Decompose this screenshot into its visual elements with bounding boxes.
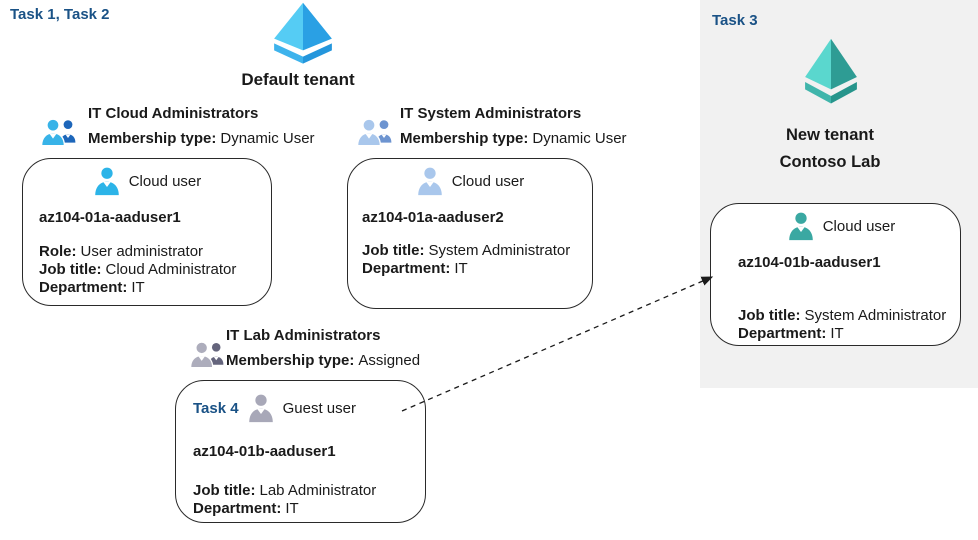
group-icon-lab-admins: [189, 341, 224, 369]
attr-label: Department:: [39, 279, 128, 296]
attr-role: Role:User administrator: [39, 243, 255, 261]
attr-value: Cloud Administrator: [105, 261, 237, 278]
cloud-user-icon: [788, 212, 813, 241]
new-tenant-name: Contoso Lab: [779, 153, 881, 171]
attr-label: Job title:: [738, 307, 801, 324]
user-type-label: Cloud user: [451, 172, 525, 190]
group-membership-lab-admins: Membership type:Assigned: [226, 352, 420, 369]
azure-tenant-icon-blue: [274, 2, 332, 64]
membership-type-value: Dynamic User: [220, 130, 315, 147]
card-header: Task 4 Guest user: [193, 393, 408, 423]
attr-value: Lab Administrator: [259, 482, 377, 499]
attr-label: Role:: [39, 243, 77, 260]
group-icon-cloud-admins: [40, 118, 76, 147]
attr-job-title: Job title:Lab Administrator: [193, 482, 408, 500]
task-1-2-label: Task 1, Task 2: [10, 6, 110, 23]
group-name-lab-admins: IT Lab Administrators: [226, 327, 381, 344]
attr-label: Department:: [193, 500, 282, 517]
card-header: Cloud user: [39, 166, 255, 196]
group-icon-system-admins: [356, 118, 392, 147]
attr-value: IT: [131, 279, 145, 296]
attr-label: Job title:: [193, 482, 256, 499]
attr-job-title: Job title:System Administrator: [738, 307, 947, 325]
attr-value: System Administrator: [804, 307, 947, 324]
group-membership-system-admins: Membership type:Dynamic User: [400, 130, 627, 147]
group-membership-cloud-admins: Membership type:Dynamic User: [88, 130, 315, 147]
default-tenant-title: Default tenant: [241, 70, 355, 89]
membership-type-label: Membership type:: [226, 352, 355, 369]
attr-value: User administrator: [80, 243, 204, 260]
card-header: Cloud user: [362, 166, 578, 196]
task-4-label: Task 4: [193, 399, 239, 417]
guest-user-card-aaduser1: Task 4 Guest user az104-01b-aaduser1 Job…: [175, 380, 426, 523]
membership-type-label: Membership type:: [400, 130, 529, 147]
attr-value: IT: [830, 325, 844, 342]
attr-department: Department:IT: [193, 500, 408, 518]
user-attributes: Role:User administrator Job title:Cloud …: [39, 243, 255, 297]
membership-type-label: Membership type:: [88, 130, 217, 147]
user-card-new-tenant-aaduser1: Cloud user az104-01b-aaduser1 Job title:…: [710, 203, 961, 346]
membership-type-value: Assigned: [358, 352, 421, 369]
cloud-user-icon: [94, 167, 119, 196]
attr-label: Department:: [362, 260, 451, 277]
group-name-cloud-admins: IT Cloud Administrators: [88, 105, 259, 122]
attr-value: System Administrator: [428, 242, 571, 259]
user-name: az104-01b-aaduser1: [193, 443, 336, 460]
attr-label: Job title:: [362, 242, 425, 259]
attr-value: IT: [454, 260, 468, 277]
attr-job-title: Job title:System Administrator: [362, 242, 578, 260]
attr-label: Department:: [738, 325, 827, 342]
attr-department: Department:IT: [738, 325, 944, 343]
group-name-system-admins: IT System Administrators: [400, 105, 582, 122]
azure-tenant-icon-teal: [805, 38, 857, 104]
user-attributes: Job title:System Administrator Departmen…: [738, 307, 947, 343]
attr-value: IT: [285, 500, 299, 517]
new-tenant-title: New tenant: [785, 126, 874, 144]
attr-department: Department:IT: [39, 279, 255, 297]
user-card-aaduser1: Cloud user az104-01a-aaduser1 Role:User …: [22, 158, 272, 306]
user-attributes: Job title:Lab Administrator Department:I…: [193, 482, 408, 518]
user-type-label: Cloud user: [128, 172, 202, 190]
user-attributes: Job title:System Administrator Departmen…: [362, 242, 578, 278]
task-3-label: Task 3: [712, 12, 758, 29]
guest-user-icon: [248, 394, 273, 423]
user-type-label: Guest user: [282, 399, 356, 417]
user-type-label: Cloud user: [822, 217, 896, 235]
card-header: Cloud user: [738, 211, 944, 241]
attr-job-title: Job title:Cloud Administrator: [39, 261, 255, 279]
user-name: az104-01a-aaduser1: [39, 209, 181, 226]
user-card-aaduser2: Cloud user az104-01a-aaduser2 Job title:…: [347, 158, 593, 309]
attr-label: Job title:: [39, 261, 102, 278]
attr-department: Department:IT: [362, 260, 578, 278]
membership-type-value: Dynamic User: [532, 130, 627, 147]
user-name: az104-01a-aaduser2: [362, 209, 504, 226]
cloud-user-icon: [417, 167, 442, 196]
user-name: az104-01b-aaduser1: [738, 254, 881, 271]
